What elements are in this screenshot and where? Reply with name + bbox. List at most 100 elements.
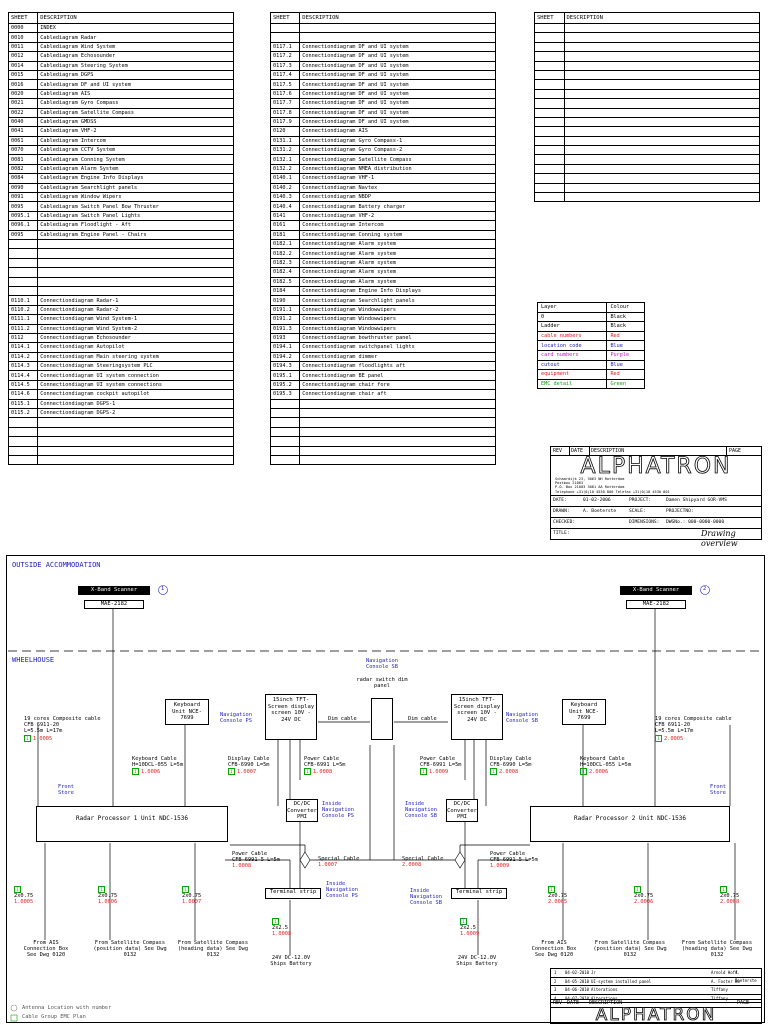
revision-cell: Alterations (591, 995, 618, 1001)
legend-antenna: Antenna Location with number (22, 1005, 112, 1011)
titleblock-row: CHECKED: DIMENSIONS: DWGNo.: 000-0000-0000 (551, 517, 761, 528)
titleblock-cell: CHECKED: (553, 520, 576, 525)
titleblock-cell: PROJECT: (629, 498, 652, 503)
dim-cable-left: Dim cable (328, 716, 357, 722)
tb-page: PAGE (729, 448, 742, 454)
index-row (7, 454, 234, 466)
antenna-scanner-left: X-Band Scanner (78, 586, 150, 595)
special-cable-left: Special Cable 1.0007 (318, 856, 360, 869)
addr-line: Schaardijk 23, 3063 NH Rotterdam (555, 477, 625, 481)
ships-battery-right: 24V DC-12.0V Ships Battery (456, 955, 498, 968)
sheet-description (563, 192, 760, 203)
source-connection-box-left: From AIS Connection Box See Dwg 0120 (23, 940, 69, 959)
ships-battery-left: 24V DC-12.0V Ships Battery (270, 955, 312, 968)
tbb-page: PAGE (737, 1000, 750, 1006)
tbb-date: DATE (567, 1000, 580, 1006)
nav-console-ps-label: Navigation Console PS (220, 712, 252, 725)
dim-cable-right: Dim cable (408, 716, 437, 722)
revision-cell: 4 (554, 995, 557, 1001)
front-store-left: Front Store (58, 784, 74, 797)
radar-processor-1: Radar Processor 1 Unit NDC-1536 (36, 806, 228, 842)
antenna-scanner-left-code: MAE-2182 (84, 600, 144, 609)
radar-switch-panel (371, 698, 393, 740)
dcdc-converter-right: DC/DC Converter PMI (446, 799, 478, 822)
revision-cell: 3 (554, 987, 557, 992)
titleblock-cell: DWGNo.: 000-0000-0000 (666, 520, 725, 525)
legend-colour: Green (606, 378, 645, 390)
dcdc-converter-left: DC/DC Converter PMI (286, 799, 318, 822)
revision-cell: 04-07-2010 (565, 995, 590, 1001)
titleblock-cell: DIMENSIONS: (629, 520, 660, 525)
keyboard-unit-left: Keyboard Unit NCE-7699 (165, 699, 209, 725)
revision-cell: A. Boeterste (735, 970, 757, 983)
tb-rev: REV (553, 448, 563, 454)
tft-screen-left: 15inch TFT-Screen display screen 10V - 2… (265, 694, 317, 740)
titleblock-cell: DATE: (553, 498, 567, 503)
battery-cable-right: 1 2x2.5 1.0009 (460, 918, 480, 938)
tb-date: DATE (571, 448, 584, 454)
inside-console-sb-top: Inside Navigation Console SB (405, 801, 437, 820)
radar-processor-2: Radar Processor 2 Unit NDC-1536 (530, 806, 730, 842)
terminal-strip-right: Terminal strip (451, 888, 507, 899)
addr-line: Telephone +31(0)10 4530 800 Telefax +31(… (555, 489, 670, 494)
alphatron-logo-bottom: ALPHATRON (595, 1005, 717, 1025)
revision-cell: Arnold Hoff (711, 970, 738, 975)
titleblock-cell: Drawing overview (701, 529, 738, 548)
revision-cell: A. Foster Bo (711, 978, 740, 984)
inside-console-ps-bottom: Inside Navigation Console PS (326, 881, 358, 900)
source-sat-position-right: From Satellite Compass (position data) S… (593, 940, 667, 959)
revision-cell: Tiffany (711, 995, 728, 1001)
battery-cable-left: 1 2x2.5 1.0008 (272, 918, 292, 938)
revision-cell: UI-system installed panel (591, 978, 652, 984)
titleblock-cell: Damen Shipyard GOR-VMS (666, 498, 727, 503)
inside-console-sb-bottom: Inside Navigation Console SB (410, 888, 442, 907)
diagram-frame (6, 555, 765, 1023)
tb-desc: DESCRIPTION (591, 448, 625, 454)
source-sat-position-left: From Satellite Compass (position data) S… (93, 940, 167, 959)
source-connection-box-right: From AIS Connection Box See Dwg 0120 (531, 940, 577, 959)
wheelhouse-label: WHEELHOUSE (12, 656, 55, 664)
radar-switch-label: radar switch dim panel (356, 677, 408, 690)
tft-screen-right: 15inch TFT-Screen display screen 10V - 2… (451, 694, 503, 740)
power-cable2-right: Power Cable CFB-6991-5 L=5m 1.0009 (490, 851, 538, 870)
tbb-rev: REV (553, 1000, 563, 1006)
tbb-desc: DESCRIPTION (589, 1000, 623, 1006)
titleblock-cell: PROJECTNO: (666, 509, 694, 514)
power-cable2-left: Power Cable CFB-6991-5 L=5m 1.0008 (232, 851, 280, 870)
terminal-strip-left: Terminal strip (265, 888, 321, 899)
titleblock-row: TITLE: Drawing overview (551, 528, 761, 548)
antenna-number-2: 2 (703, 586, 707, 592)
nav-console-sb-label: Navigation Console SB (366, 658, 398, 671)
titleblock-cell: TITLE: (553, 531, 570, 536)
titleblock-cell: A. Boeterste (583, 509, 617, 514)
sheet-description (299, 454, 496, 466)
legend-layer: EMC detail (536, 378, 608, 390)
inside-console-ps-top: Inside Navigation Console PS (322, 801, 354, 820)
antenna-scanner-right-code: MAE-2182 (626, 600, 686, 609)
special-cable-right: Special Cable 2.0008 (402, 856, 444, 869)
sheet-number (269, 454, 301, 466)
front-store-right: Front Store (710, 784, 726, 797)
title-block-top: REV DATE DESCRIPTION PAGE ALPHATRON Scha… (550, 446, 762, 548)
addr-line: P.O. Box 21003 3001 AA Rotterdam (555, 485, 625, 490)
revision-cell: Jr (591, 970, 596, 975)
